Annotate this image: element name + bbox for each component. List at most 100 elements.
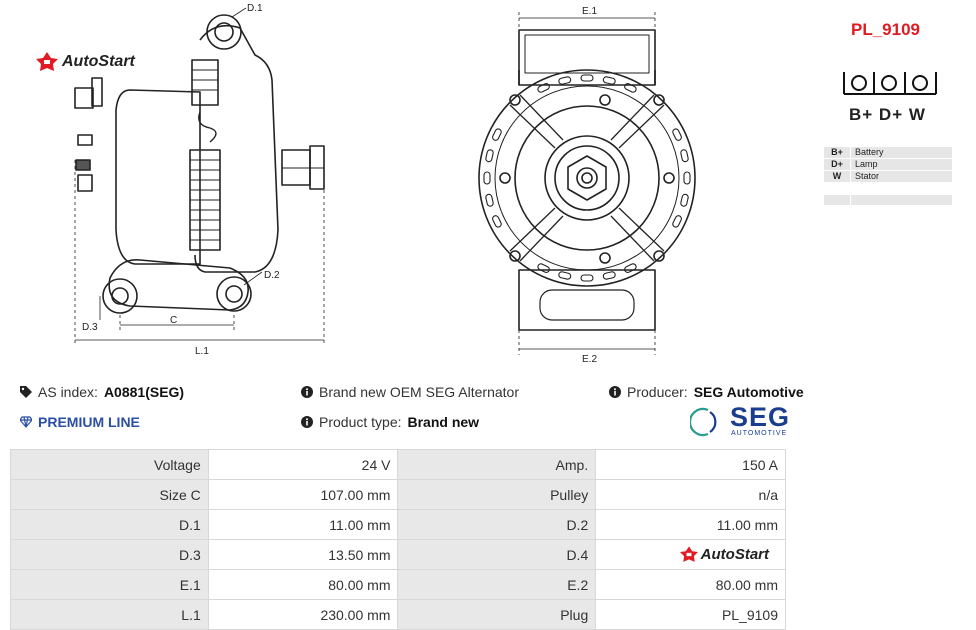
disc-slot xyxy=(558,76,572,85)
disc-slot xyxy=(580,74,594,82)
product-type-value: Brand new xyxy=(407,414,480,430)
spec-label: E.2 xyxy=(397,569,597,600)
disc-slot xyxy=(558,271,572,280)
brand-new-text: Brand new OEM SEG Alternator xyxy=(319,384,519,400)
plug-icon xyxy=(843,72,937,95)
info-icon xyxy=(301,416,313,428)
side-view xyxy=(74,7,325,345)
spec-label: Plug xyxy=(397,599,597,630)
spec-label: D.1 xyxy=(10,509,209,540)
legend-row: W Stator xyxy=(824,170,952,183)
spec-value: PL_9109 xyxy=(595,599,786,630)
spec-label: D.2 xyxy=(397,509,597,540)
table-row: D.3 13.50 mm D.4 AutoStart xyxy=(10,539,786,570)
brand-new-info: Brand new OEM SEG Alternator xyxy=(301,384,519,400)
spec-label: Voltage xyxy=(10,449,209,480)
disc-slot xyxy=(672,215,682,228)
disc-slot xyxy=(483,171,491,185)
as-index-value: A0881(SEG) xyxy=(103,384,185,400)
disc-slot xyxy=(492,128,502,141)
table-row: E.1 80.00 mm E.2 80.00 mm xyxy=(10,569,786,600)
autostart-logo-text: AutoStart xyxy=(62,53,135,70)
spec-value: 107.00 mm xyxy=(207,479,399,510)
spec-value: 230.00 mm xyxy=(207,599,399,630)
spec-value: 80.00 mm xyxy=(595,569,786,600)
disc-slot xyxy=(602,76,616,85)
disc-slot xyxy=(680,193,689,207)
autostart-logo-text: AutoStart xyxy=(700,546,769,563)
table-row: Size C 107.00 mm Pulley n/a xyxy=(10,479,786,510)
premium-line: PREMIUM LINE xyxy=(20,414,140,430)
spec-value: 11.00 mm xyxy=(207,509,399,540)
spec-label: Amp. xyxy=(397,449,597,480)
plug-terminals: B+ D+ W xyxy=(849,105,926,124)
info-icon xyxy=(301,386,313,398)
legend-empty-row xyxy=(824,195,952,205)
spec-value: 150 A xyxy=(595,449,786,480)
seg-logo-sub: AUTOMOTIVE xyxy=(731,430,788,437)
autostart-logo-icon xyxy=(36,52,58,71)
as-index: AS index: A0881(SEG) xyxy=(20,384,184,400)
product-code: PL_9109 xyxy=(851,20,920,39)
legend-row: D+ Lamp xyxy=(824,158,952,171)
disc-slot xyxy=(492,215,502,228)
table-row: L.1 230.00 mm Plug PL_9109 xyxy=(10,599,786,630)
alternator-drawing: D.1 D.2 D.3 C L.1 E.1 E.2 xyxy=(74,3,696,365)
dim-l1: L.1 xyxy=(195,346,209,357)
spec-label: E.1 xyxy=(10,569,209,600)
tag-icon xyxy=(20,386,32,398)
legend-row: B+ Battery xyxy=(824,147,952,159)
premium-label: PREMIUM LINE xyxy=(38,414,140,430)
product-type: Product type: Brand new xyxy=(301,414,479,430)
front-view xyxy=(478,12,696,355)
plug-legend: B+ Battery D+ Lamp W Stator xyxy=(824,147,952,183)
autostart-logo-icon xyxy=(679,546,698,562)
legend-label: Lamp xyxy=(850,158,952,171)
producer-value: SEG Automotive xyxy=(693,384,804,400)
disc-slot xyxy=(672,128,682,141)
spec-label: Pulley xyxy=(397,479,597,510)
producer: Producer: SEG Automotive xyxy=(609,384,804,400)
spec-label: L.1 xyxy=(10,599,209,630)
dim-e1: E.1 xyxy=(582,6,597,17)
dim-d3: D.3 xyxy=(82,322,98,333)
product-type-label: Product type: xyxy=(319,414,402,430)
spec-value: 13.50 mm xyxy=(207,539,399,570)
spec-value: 11.00 mm xyxy=(595,509,786,540)
dim-d2: D.2 xyxy=(264,270,280,281)
spec-label: D.3 xyxy=(10,539,209,570)
table-row: D.1 11.00 mm D.2 11.00 mm xyxy=(10,509,786,540)
disc-slot xyxy=(580,274,594,282)
table-row: Voltage 24 V Amp. 150 A xyxy=(10,449,786,480)
legend-label: Battery xyxy=(850,147,952,159)
diamond-icon xyxy=(20,416,32,428)
spec-value: 24 V xyxy=(207,449,399,480)
spec-table: Voltage 24 V Amp. 150 A Size C 107.00 mm… xyxy=(10,449,786,630)
disc-slot xyxy=(683,171,691,185)
seg-logo: SEG AUTOMOTIVE xyxy=(690,402,791,440)
spec-value: 80.00 mm xyxy=(207,569,399,600)
disc-slot xyxy=(485,193,494,207)
disc-slot xyxy=(537,263,550,273)
as-index-label: AS index: xyxy=(38,384,98,400)
dim-c: C xyxy=(170,315,177,326)
disc-slot xyxy=(537,83,550,93)
legend-key: D+ xyxy=(824,158,851,171)
disc-slot xyxy=(624,83,637,93)
legend-label: Stator xyxy=(850,170,952,183)
producer-label: Producer: xyxy=(627,384,688,400)
info-icon xyxy=(609,386,621,398)
disc-slot xyxy=(485,149,494,163)
spec-label: Size C xyxy=(10,479,209,510)
disc-slot xyxy=(602,271,616,280)
spec-value: n/a xyxy=(595,479,786,510)
autostart-logo: AutoStart xyxy=(36,52,135,72)
autostart-watermark-logo: AutoStart xyxy=(679,546,769,563)
disc-slot xyxy=(624,263,637,273)
seg-logo-name: SEG xyxy=(730,402,791,432)
legend-key: W xyxy=(824,170,851,183)
disc-slot xyxy=(680,149,689,163)
spec-value-d4: AutoStart xyxy=(595,539,786,570)
dim-d1: D.1 xyxy=(247,3,263,14)
legend-key: B+ xyxy=(824,147,851,159)
